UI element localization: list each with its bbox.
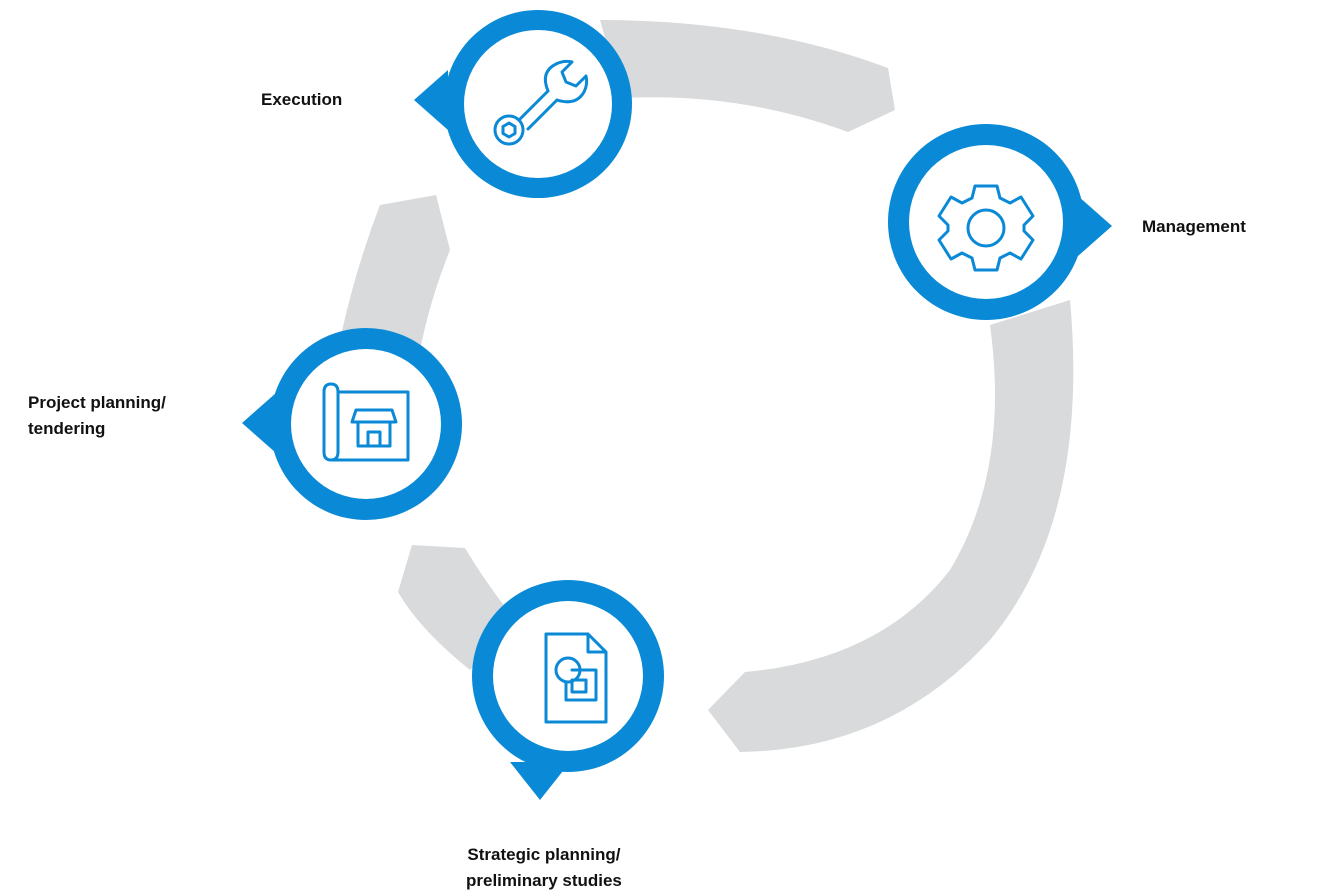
label-execution-line-1: Execution: [261, 90, 343, 109]
stage-execution: [414, 10, 632, 198]
management-pointer: [1078, 196, 1112, 256]
label-management-line-1: Management: [1142, 217, 1246, 236]
wrench-icon: [493, 59, 589, 146]
gear-icon: [937, 184, 1035, 272]
strategic-pointer: [510, 762, 570, 800]
ring-segment-right: [708, 300, 1074, 752]
project-pointer: [242, 393, 276, 453]
stage-management: [888, 124, 1112, 320]
label-project-line-2: tendering: [28, 419, 106, 438]
blueprint-house-icon: [322, 382, 410, 462]
ring-segment-top: [600, 20, 895, 132]
document-shapes-icon: [544, 632, 608, 724]
stage-project-planning: [242, 328, 462, 520]
label-execution: Execution: [261, 87, 342, 113]
label-project-line-1: Project planning/: [28, 393, 166, 412]
ring-segment-upper-left: [340, 195, 450, 350]
stage-strategic-planning: [472, 580, 664, 800]
label-strategic-line-2: preliminary studies: [466, 871, 622, 890]
label-management: Management: [1142, 214, 1246, 240]
execution-pointer: [414, 70, 448, 130]
label-project-planning: Project planning/ tendering: [28, 390, 166, 442]
label-strategic-planning: Strategic planning/ preliminary studies: [466, 842, 622, 894]
label-strategic-line-1: Strategic planning/: [467, 845, 621, 864]
